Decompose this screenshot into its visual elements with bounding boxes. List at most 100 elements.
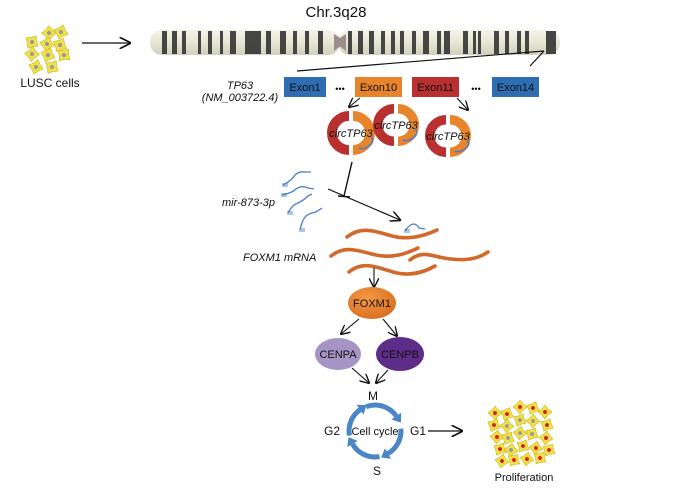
cell xyxy=(487,418,501,432)
cell xyxy=(39,36,55,52)
mirna-strand xyxy=(282,171,311,186)
cell xyxy=(516,439,530,453)
cell xyxy=(45,60,59,74)
mrna-strand xyxy=(345,228,439,240)
arrow-cenpa-to-m xyxy=(351,367,369,383)
cell-nucleus xyxy=(29,51,35,57)
exon-14-label: Exon14 xyxy=(497,82,534,94)
cell xyxy=(525,413,541,429)
arrow-foxm1-to-cenpb xyxy=(382,318,397,336)
cell-cycle-arc xyxy=(365,402,399,418)
arrow-cenpb-to-m xyxy=(376,369,389,383)
cell-nucleus xyxy=(45,52,51,58)
cell-nucleus xyxy=(518,418,522,422)
cell-nucleus xyxy=(58,29,64,35)
cell-cycle-arc xyxy=(386,428,404,456)
chromosome-band xyxy=(463,31,468,54)
cell xyxy=(512,425,528,441)
chromosome-band xyxy=(266,31,271,54)
cell-nucleus xyxy=(57,42,63,48)
mirna-strand xyxy=(404,223,426,232)
circrna: circTP63 xyxy=(425,115,471,157)
chromosome-band xyxy=(220,31,223,54)
cell xyxy=(503,442,519,458)
mrna-strand xyxy=(347,263,437,276)
exon-10: Exon10 xyxy=(355,77,402,97)
cell-cycle-arrowhead xyxy=(356,404,367,415)
arrow-exon11-to-circ xyxy=(456,97,468,110)
cell xyxy=(525,427,539,441)
chromosome-band xyxy=(400,31,404,54)
cell xyxy=(28,59,44,75)
cell-cycle-arrowhead xyxy=(381,448,391,459)
cell xyxy=(53,24,69,40)
circrna: circTP63 xyxy=(327,111,375,155)
cell xyxy=(526,401,540,415)
cell-nucleus xyxy=(509,448,513,452)
lusc-cells-label: LUSC cells xyxy=(20,76,79,90)
chromosome-band xyxy=(546,31,556,54)
chromosome-band xyxy=(305,31,309,54)
exon-10-label: Exon10 xyxy=(360,82,397,94)
exon-ellipsis-1: ••• xyxy=(335,84,344,94)
cell-nucleus xyxy=(46,30,52,36)
cell xyxy=(489,429,505,445)
cell xyxy=(537,404,553,420)
cell xyxy=(513,413,527,427)
chromosome-band xyxy=(525,31,529,54)
cell-nucleus xyxy=(538,456,542,460)
cell xyxy=(538,430,554,446)
cell xyxy=(487,405,503,421)
cell xyxy=(40,47,56,63)
cell-cycle-arrowhead xyxy=(347,437,358,447)
mirna-group xyxy=(281,171,426,233)
cell-nucleus xyxy=(531,406,535,410)
circrna-left-half xyxy=(373,104,395,146)
cell-nucleus xyxy=(33,64,39,70)
chromosome-bands xyxy=(162,31,556,54)
zoom-line-left xyxy=(296,50,545,72)
chromosome-band xyxy=(230,31,236,54)
chromosome-band xyxy=(505,31,509,54)
cell-nucleus xyxy=(500,459,504,463)
chromosome-band xyxy=(473,31,476,54)
arrow-foxm1-to-cenpa xyxy=(341,318,360,334)
zoom-line-right xyxy=(529,50,545,67)
cell-nucleus xyxy=(544,436,548,440)
circrna-label: circTP63 xyxy=(374,120,418,132)
cell-nucleus xyxy=(545,423,549,427)
cell xyxy=(53,38,67,52)
chromosome-title: Chr.3q28 xyxy=(306,4,367,21)
chromosome-band xyxy=(293,31,297,54)
cell-nucleus xyxy=(495,435,499,439)
cell-nucleus xyxy=(521,444,525,448)
chromosome-band xyxy=(358,31,363,54)
cell-nucleus xyxy=(547,448,551,452)
proliferation-cells-illustration xyxy=(487,399,556,469)
cell xyxy=(512,399,528,415)
cell xyxy=(542,443,556,457)
exon-14: Exon14 xyxy=(492,77,539,97)
cell-cycle-arc xyxy=(350,442,380,460)
exon-10-box xyxy=(355,77,402,97)
cell-nucleus xyxy=(498,447,502,451)
cell-cycle-arc xyxy=(346,407,362,436)
bound-mirna xyxy=(402,127,418,142)
arrow-mirna-to-mrna xyxy=(327,188,400,220)
cell-nucleus xyxy=(525,457,529,461)
chromosome-band xyxy=(182,31,186,54)
mrna-strand xyxy=(329,246,420,258)
foxm1-ellipse xyxy=(348,287,396,319)
chromosome-band xyxy=(444,31,450,54)
cell xyxy=(528,440,544,456)
cell xyxy=(507,453,521,467)
chromosome-band xyxy=(517,31,521,54)
chromosome-band xyxy=(391,31,395,54)
circrna-left-half xyxy=(327,111,350,155)
cenpb-ellipse xyxy=(376,337,424,371)
gene-name: TP63 xyxy=(227,80,254,92)
cell-nucleus xyxy=(512,458,516,462)
cell xyxy=(501,431,515,445)
cell-nucleus xyxy=(518,431,522,435)
cenpa-ellipse xyxy=(315,338,361,370)
